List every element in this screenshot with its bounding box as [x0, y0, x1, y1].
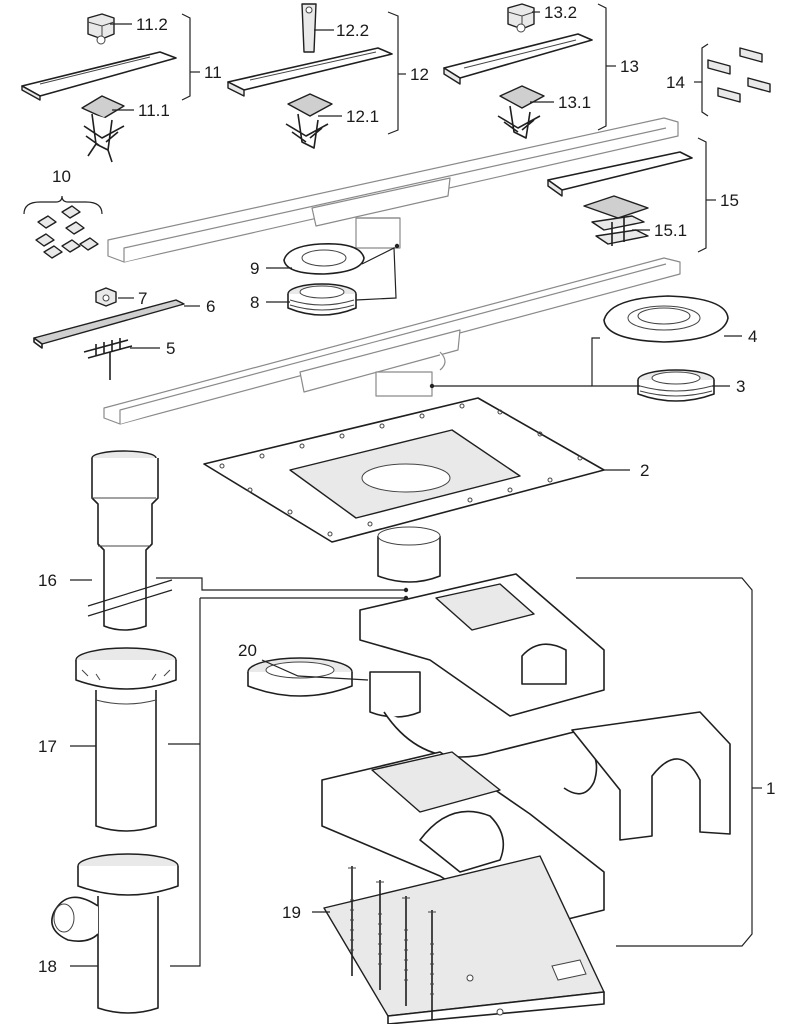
callout-11-1: 11.1	[138, 101, 170, 120]
part-19-base-plate	[323, 855, 605, 1024]
callout-13: 13	[620, 57, 639, 76]
part-18-elbow-pipe	[51, 853, 179, 1014]
part-3-threaded-nut	[637, 369, 715, 402]
callout-17: 17	[38, 737, 57, 756]
part-15-1-bracket	[583, 195, 649, 246]
callout-11: 11	[204, 63, 222, 82]
part-6-cover-strip	[33, 299, 185, 349]
callout-2: 2	[640, 461, 649, 480]
part-16-extension-pipe	[87, 450, 173, 631]
callout-11-2: 11.2	[136, 15, 168, 34]
callout-13-1: 13.1	[558, 93, 591, 112]
callout-10: 10	[52, 167, 71, 186]
callout-9: 9	[250, 259, 259, 278]
callout-4: 4	[748, 327, 757, 346]
callout-8: 8	[250, 293, 259, 312]
part-10-fasteners	[35, 205, 99, 259]
part-14-clips	[707, 47, 771, 103]
part-20-nut	[247, 657, 353, 697]
callout-12: 12	[410, 65, 429, 84]
callout-labels: 11.2 11 11.1 12.2 12 12.1 13.2 13 13.1 1…	[38, 3, 775, 976]
callout-18: 18	[38, 957, 57, 976]
part-12-cover-plate	[227, 47, 393, 97]
callout-14: 14	[666, 73, 685, 92]
callout-1: 1	[766, 779, 775, 798]
part-4-flange-seal	[603, 295, 729, 343]
part-11-1-bracket	[81, 95, 125, 163]
part-12-2-key	[301, 3, 317, 53]
callout-15-1: 15.1	[654, 221, 687, 240]
callout-19: 19	[282, 903, 301, 922]
part-8-threaded-nut	[287, 283, 357, 316]
part-17-pipe-with-nut	[75, 647, 177, 832]
leader-lines	[23, 3, 762, 967]
part-2-sealing-mat	[203, 397, 605, 583]
part-7-end-cap	[95, 287, 117, 307]
callout-13-2: 13.2	[544, 3, 577, 22]
part-11-2-end-cap	[87, 13, 115, 45]
callout-7: 7	[138, 289, 147, 308]
callout-12-2: 12.2	[336, 21, 369, 40]
callout-3: 3	[736, 377, 745, 396]
callout-20: 20	[238, 641, 257, 660]
part-9-flange-seal	[283, 242, 365, 275]
shower-channel-lower	[103, 257, 681, 425]
part-11-cover-plate	[21, 51, 177, 101]
shower-channel-upper	[107, 117, 679, 263]
callout-12-1: 12.1	[346, 107, 379, 126]
callout-5: 5	[166, 339, 175, 358]
part-13-2-end-cap	[507, 3, 535, 33]
part-15-cover-plate	[547, 151, 693, 197]
part-19-anchor-bolts	[348, 866, 436, 1020]
part-13-1-bracket	[497, 85, 545, 139]
part-12-1-bracket	[285, 93, 333, 149]
part-5-comb-bracket	[83, 338, 133, 380]
part-13-cover-plate	[443, 33, 593, 85]
callout-16: 16	[38, 571, 57, 590]
callout-6: 6	[206, 297, 215, 316]
callout-15: 15	[720, 191, 739, 210]
